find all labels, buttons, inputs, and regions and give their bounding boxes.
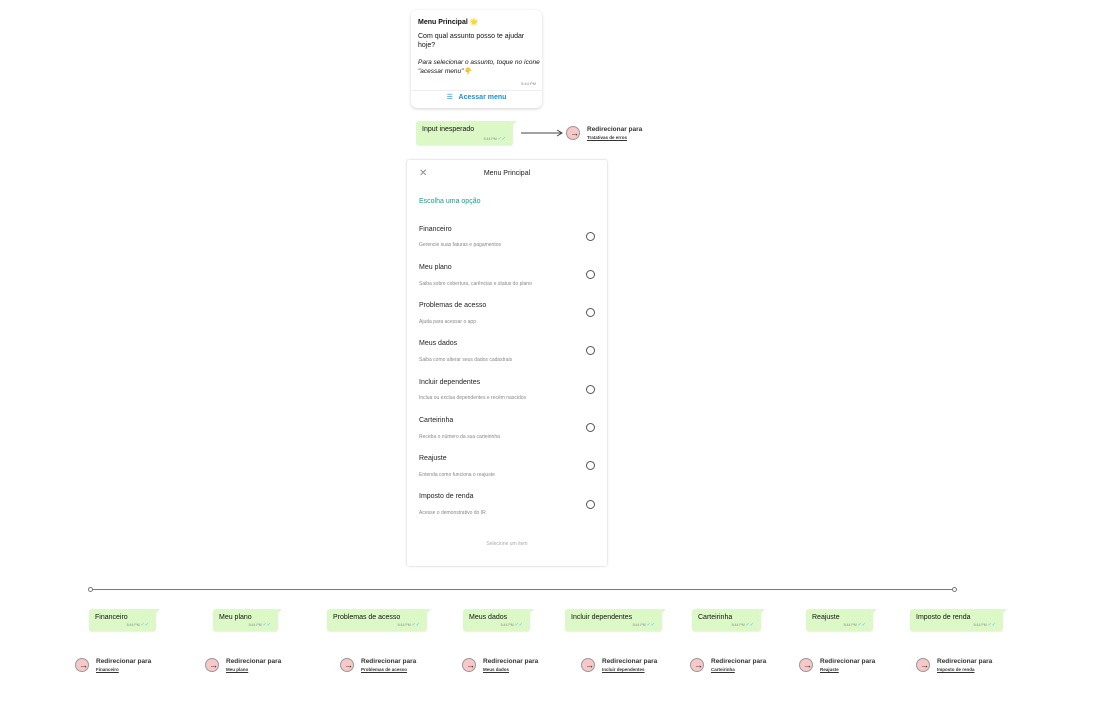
- redirect-arrow-icon: →: [799, 658, 813, 672]
- double-check-icon: ✓✓: [497, 136, 506, 142]
- divider: [411, 90, 542, 91]
- double-check-icon: ✓✓: [857, 622, 866, 628]
- panel-title: Menu Principal: [483, 170, 531, 177]
- redirect-title: Redirecionar para: [602, 658, 658, 665]
- bubble-tail: [512, 121, 517, 126]
- double-check-icon: ✓✓: [987, 622, 996, 628]
- redirect-title: Redirecionar para: [483, 658, 539, 665]
- acessar-menu-label: Acessar menu: [458, 94, 507, 101]
- select-item-hint: Selecione um item: [486, 541, 528, 547]
- double-check-icon: ✓✓: [140, 622, 149, 628]
- double-check-icon: ✓✓: [262, 622, 271, 628]
- option-label: Meu plano: [419, 264, 452, 271]
- redirect-target-meus-dados[interactable]: Meus dados: [483, 667, 510, 672]
- redirect-target-imposto-de-renda[interactable]: Imposto de renda: [937, 667, 975, 672]
- timeline-start-dot: [88, 587, 93, 592]
- option-description: Acesse o demonstrativo do IR: [419, 510, 486, 516]
- option-label: Meus dados: [419, 340, 458, 347]
- branch-bubble-problemas-de-acesso: Problemas de acesso 5:44 PM ✓✓: [327, 609, 431, 631]
- option-description: Gerencie suas faturas e pagamentos: [419, 242, 501, 248]
- option-description: Entenda como funciona o reajuste: [419, 472, 495, 478]
- message-time: 5:44 PM: [521, 81, 536, 86]
- redirect-title: Redirecionar para: [226, 658, 282, 665]
- branch-bubble-imposto-de-renda: Imposto de renda 5:44 PM ✓✓: [910, 609, 1007, 631]
- message-hint: Para selecionar o assunto, toque no ícon…: [418, 59, 540, 75]
- radio-button-icon[interactable]: [586, 385, 595, 394]
- star-emoji-icon: 🌟: [469, 19, 479, 26]
- bubble-text: Input inesperado: [422, 126, 475, 133]
- branch-bubble-financeiro: Financeiro 5:44 PM ✓✓: [89, 609, 160, 631]
- redirect-arrow-icon: →: [690, 658, 704, 672]
- redirect-target-link[interactable]: Tratativas de erros: [587, 135, 628, 140]
- branch-bubble-incluir-dependentes: Incluir dependentes 5:44 PM ✓✓: [565, 609, 666, 631]
- option-label: Carteirinha: [419, 417, 454, 424]
- option-description: Inclua ou exclua dependentes e recém nas…: [419, 395, 527, 401]
- radio-button-icon[interactable]: [586, 423, 595, 432]
- branch-bubble-meu-plano: Meu plano 5:44 PM ✓✓: [213, 609, 282, 631]
- redirect-arrow-icon: →: [205, 658, 219, 672]
- option-description: Receba o número da sua carteirinha: [419, 434, 500, 440]
- choose-option-label: Escolha uma opção: [419, 198, 481, 205]
- redirect-arrow-icon: →: [916, 658, 930, 672]
- flow-arrow: [521, 129, 563, 137]
- message-title: Menu Principal 🌟: [418, 19, 479, 26]
- unexpected-input-bubble: Input inesperado 5:44 PM ✓✓: [416, 121, 517, 145]
- redirect-title: Redirecionar para: [361, 658, 417, 665]
- double-check-icon: ✓✓: [411, 622, 420, 628]
- redirect-target-reajuste[interactable]: Reajuste: [820, 667, 839, 672]
- redirect-title: Redirecionar para: [96, 658, 152, 665]
- redirect-target-financeiro[interactable]: Financeiro: [96, 667, 119, 672]
- redirect-arrow-icon: →: [340, 658, 354, 672]
- timeline-line: [91, 589, 955, 590]
- branch-bubble-reajuste: Reajuste 5:44 PM ✓✓: [806, 609, 877, 631]
- redirect-target-meu-plano[interactable]: Meu plano: [226, 667, 249, 672]
- bubble-time: 5:44 PM ✓✓: [483, 136, 506, 142]
- redirect-title: Redirecionar para: [587, 126, 643, 133]
- redirect-title: Redirecionar para: [937, 658, 993, 665]
- timeline-end-dot: [952, 587, 957, 592]
- radio-button-icon[interactable]: [586, 500, 595, 509]
- menu-principal-panel: ✕ Menu Principal Escolha uma opção Finan…: [407, 160, 607, 566]
- option-description: Ajuda para acessar o app: [419, 319, 476, 325]
- radio-button-icon[interactable]: [586, 270, 595, 279]
- option-label: Reajuste: [419, 455, 447, 462]
- redirect-arrow-icon: →: [462, 658, 476, 672]
- radio-button-icon[interactable]: [586, 308, 595, 317]
- option-description: Saiba como alterar seus dados cadastrais: [419, 357, 513, 363]
- radio-button-icon[interactable]: [586, 346, 595, 355]
- option-description: Saiba sobre cobertura, carências e statu…: [419, 281, 532, 287]
- double-check-icon: ✓✓: [646, 622, 655, 628]
- radio-button-icon[interactable]: [586, 232, 595, 241]
- list-menu-icon: ☰: [446, 94, 453, 101]
- branch-bubble-meus-dados: Meus dados 5:44 PM ✓✓: [463, 609, 534, 631]
- close-icon[interactable]: ✕: [419, 168, 428, 179]
- acessar-menu-button[interactable]: ☰ Acessar menu: [411, 93, 542, 101]
- redirect-arrow-icon: →: [581, 658, 595, 672]
- double-check-icon: ✓✓: [514, 622, 523, 628]
- redirect-title: Redirecionar para: [711, 658, 767, 665]
- redirect-title: Redirecionar para: [820, 658, 876, 665]
- option-label: Imposto de renda: [419, 493, 474, 500]
- menu-principal-message-card: Menu Principal 🌟 Com qual assunto posso …: [411, 10, 542, 108]
- redirect-target-carteirinha[interactable]: Carteirinha: [711, 667, 735, 672]
- redirect-arrow-icon: →: [75, 658, 89, 672]
- redirect-arrow-icon: →: [566, 126, 580, 140]
- redirect-target-incluir-dependentes[interactable]: Incluir dependentes: [602, 667, 645, 672]
- option-label: Problemas de acesso: [419, 302, 487, 309]
- option-label: Financeiro: [419, 226, 452, 233]
- branch-bubble-carteirinha: Carteirinha 5:44 PM ✓✓: [692, 609, 765, 631]
- double-check-icon: ✓✓: [745, 622, 754, 628]
- redirect-target-problemas-de-acesso[interactable]: Problemas de acesso: [361, 667, 408, 672]
- radio-button-icon[interactable]: [586, 461, 595, 470]
- message-question: Com qual assunto posso te ajudar hoje?: [418, 33, 525, 49]
- option-label: Incluir dependentes: [419, 379, 481, 386]
